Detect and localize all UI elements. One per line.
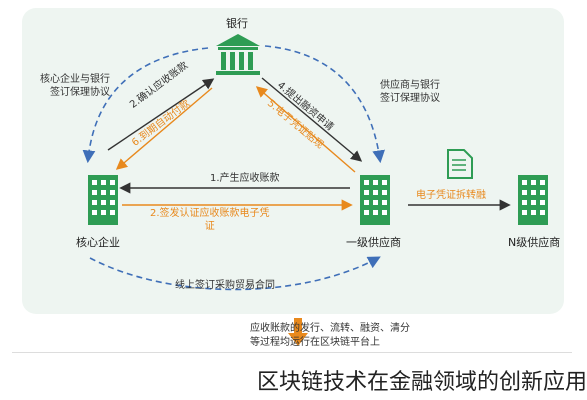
tier1-supplier-building-icon: [360, 175, 390, 225]
caption-divider: [12, 352, 572, 353]
diagram-panel: [22, 8, 564, 314]
bank-supplier-agreement-label: 供应商与银行 签订保理协议: [380, 80, 440, 104]
core-enterprise-building-icon: [88, 175, 118, 225]
tierN-supplier-building-icon: [518, 175, 548, 225]
caption: 区块链技术在金融领域的创新应用: [256, 370, 587, 395]
edge-generate-receivable-label: 1.产生应收账款: [210, 173, 280, 184]
arc-bank-core: [82, 47, 209, 164]
electronic-voucher-document-icon: [447, 149, 473, 179]
edge-issue-voucher-label: 2.签发认证应收账款电子凭 证: [150, 208, 270, 232]
edge-voucher-split-label: 电子凭证拆转融: [416, 190, 486, 201]
tier1-supplier-label: 一级供应商: [346, 236, 401, 249]
online-contract-label: 线上签订采购贸易合同: [175, 280, 275, 291]
arc-bottom-contract: [89, 256, 381, 291]
bank-label: 银行: [226, 17, 248, 30]
arc-bank-supplier: [264, 45, 385, 164]
bank-core-agreement-label: 核心企业与银行 签订保理协议: [40, 74, 110, 98]
blockchain-process-text: 应收账款的发行、流转、融资、清分 等过程均运行在区块链平台上: [250, 323, 410, 348]
core-enterprise-label: 核心企业: [76, 236, 120, 249]
down-arrow-icon: [288, 318, 308, 346]
bank-icon: [216, 34, 260, 75]
tierN-supplier-label: N级供应商: [508, 236, 561, 249]
